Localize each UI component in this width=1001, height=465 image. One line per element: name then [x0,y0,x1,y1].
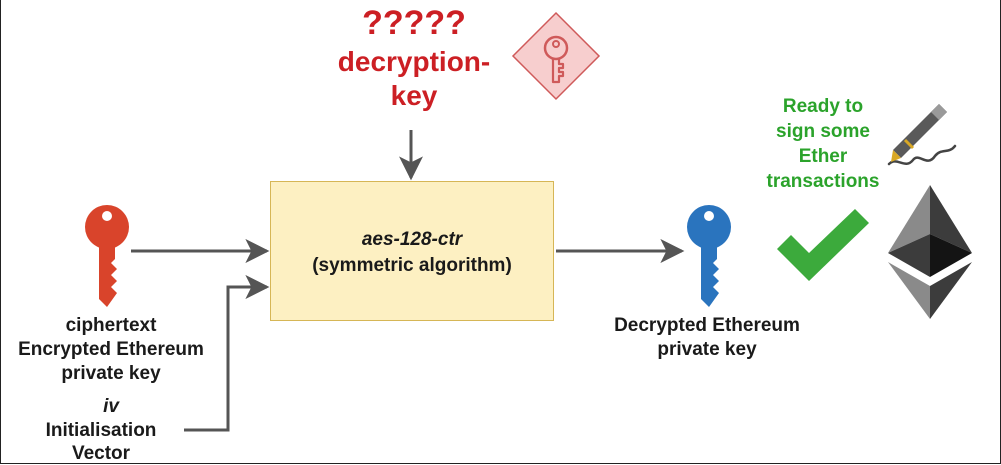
red-key-icon [85,205,129,307]
arrow-iv-to-box [184,275,270,432]
iv-label: iv [103,396,119,417]
decryption-key-label-line2: key [390,80,438,111]
ready-text-line3: Ether [798,146,848,167]
key-diamond-icon [511,11,601,101]
aes-algorithm-box: aes-128-ctr (symmetric algorithm) [270,181,554,321]
algorithm-description: (symmetric algorithm) [312,255,512,276]
pen-signature-icon [887,104,957,166]
ciphertext-label: ciphertext [65,315,157,336]
blue-key-icon [687,205,731,307]
iv-description-line1: Initialisation [45,420,157,441]
ciphertext-description-line2: private key [61,363,161,384]
ready-text-line2: sign some [776,121,870,142]
unknown-key-marks: ????? [362,4,466,42]
checkmark-icon [777,209,869,281]
output-label-line2: private key [657,339,757,360]
ready-text-line1: Ready to [782,96,864,117]
output-label-line1: Decrypted Ethereum [614,315,800,336]
ethereum-logo-icon [888,185,972,319]
iv-description-line2: Vector [71,443,131,464]
decryption-key-label-line1: decryption- [337,46,491,77]
ready-text-line4: transactions [766,171,880,192]
ciphertext-description-line1: Encrypted Ethereum [18,339,204,360]
algorithm-name: aes-128-ctr [361,229,463,250]
